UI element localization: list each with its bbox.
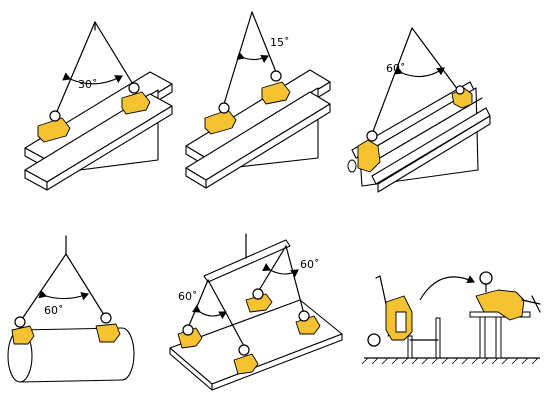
clamp-left [11, 316, 35, 345]
panel-clamp-transfer [361, 271, 541, 365]
clamp-left [37, 110, 71, 143]
i-beam-side [351, 81, 491, 193]
angle-label-right: 60˚ [300, 258, 320, 271]
panel-plate-spreader: 60˚ 60˚ [169, 233, 343, 391]
clamp-right [121, 82, 151, 115]
sling-a [187, 279, 209, 329]
clamp-right [451, 85, 473, 109]
angle-arrow-left [192, 304, 227, 320]
angle-label: 60˚ [44, 304, 64, 317]
sling-right [411, 27, 459, 91]
angle-label-left: 60˚ [178, 290, 198, 303]
angle-arrow [236, 51, 269, 63]
angle-label: 30˚ [78, 78, 98, 91]
sling-left [223, 11, 253, 105]
sling-left [19, 253, 67, 323]
sling-right [65, 253, 107, 319]
clamp-d [295, 310, 321, 335]
sling-left [371, 27, 413, 135]
clamp-left [204, 102, 237, 135]
sling-right [94, 21, 135, 87]
clamp-a [177, 324, 203, 349]
angle-arrow [62, 72, 123, 85]
angle-label: 15˚ [270, 36, 290, 49]
sling-right [251, 11, 277, 73]
clamp-left [347, 130, 381, 173]
panel-pipe-60: 60˚ [7, 235, 135, 383]
clamp-right [95, 312, 121, 343]
clamp-on-table [475, 271, 541, 321]
spreader-beam [203, 239, 291, 283]
ground-hatching [361, 357, 539, 365]
sling-d [285, 245, 305, 315]
angle-arrow-right [262, 263, 299, 278]
panel-beam-side-60: 60˚ [347, 27, 491, 193]
panel-beam-15: 15˚ [185, 11, 331, 189]
clamp-b [233, 344, 259, 375]
sling-left [54, 21, 96, 117]
clamp-on-stand [367, 295, 413, 347]
angle-arrow [38, 289, 90, 301]
clamp-right [261, 70, 291, 105]
stand-right [469, 311, 531, 359]
clamp-c [245, 288, 273, 313]
curved-arrow-icon [419, 275, 475, 301]
panel-beam-30: 30˚ [24, 21, 173, 191]
angle-label: 60˚ [386, 62, 406, 75]
angle-arrow [394, 66, 445, 78]
i-beam [185, 69, 331, 189]
